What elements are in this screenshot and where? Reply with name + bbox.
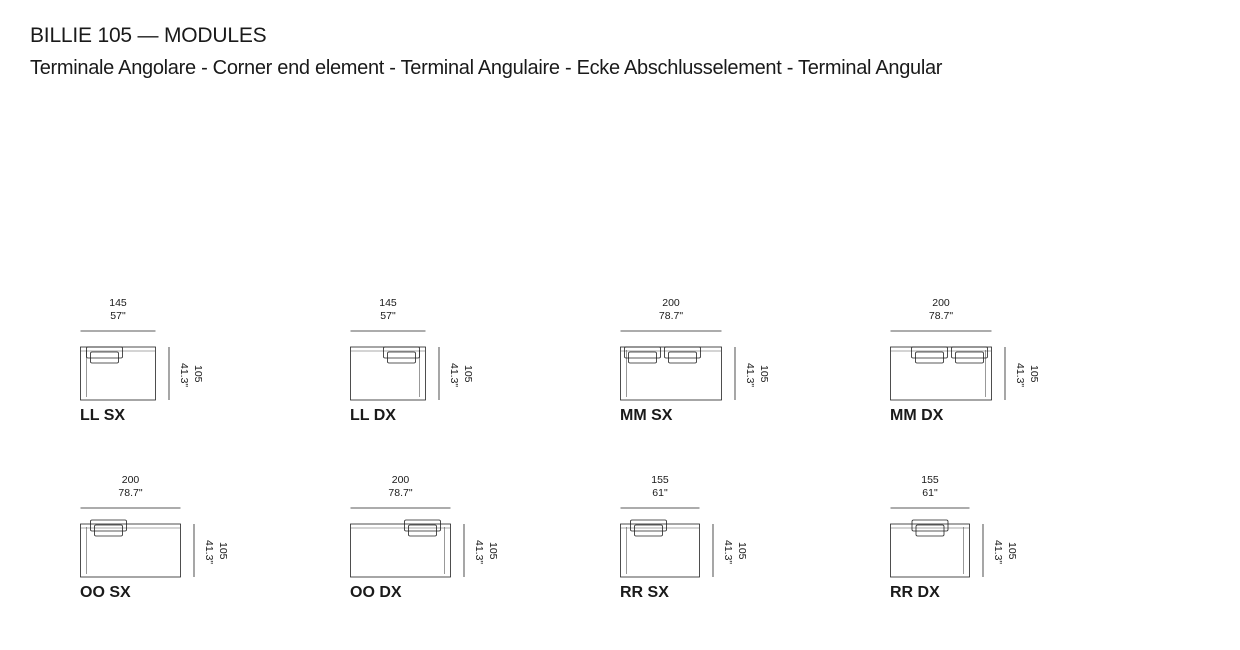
width-in-label: 57" [110, 310, 126, 322]
module-mm-sx: 200 78.7" 105 41.3" MM SX [620, 297, 820, 424]
module-code: LL SX [80, 407, 126, 424]
depth-in-label: 41.3" [178, 363, 190, 388]
width-in-label: 78.7" [118, 487, 143, 499]
back-cushion [624, 346, 661, 359]
back-cushion [664, 346, 701, 359]
width-in-label: 61" [652, 487, 668, 499]
width-cm-label: 145 [379, 297, 397, 309]
depth-in-label: 41.3" [722, 540, 734, 565]
seat-cushion [955, 351, 984, 364]
seat-cushion [668, 351, 697, 364]
back-cushion [911, 519, 949, 532]
module-oo-sx: 200 78.7" 105 41.3" OO SX [80, 474, 280, 601]
module-rr-dx: 155 61" 105 41.3" RR DX [890, 474, 1090, 601]
module-code: OO SX [80, 584, 131, 601]
back-cushion [86, 346, 123, 359]
module-code: MM SX [620, 407, 673, 424]
width-in-label: 61" [922, 487, 938, 499]
seat-cushion [634, 524, 663, 537]
depth-in-label: 41.3" [473, 540, 485, 565]
module-rr-dx-drawing [890, 507, 984, 578]
depth-in-label: 41.3" [448, 363, 460, 388]
module-oo-dx-drawing [350, 507, 465, 578]
seat-outline [80, 346, 156, 401]
page-subtitle: Terminale Angolare - Corner end element … [30, 57, 943, 79]
seat-cushion [915, 351, 944, 364]
width-in-label: 78.7" [388, 487, 413, 499]
depth-cm-label: 105 [462, 365, 474, 383]
width-in-label: 57" [380, 310, 396, 322]
depth-cm-label: 105 [192, 365, 204, 383]
seat-outline [350, 346, 426, 401]
module-mm-dx-drawing [890, 330, 1006, 401]
width-cm-label: 200 [932, 297, 950, 309]
module-rr-sx: 155 61" 105 41.3" RR SX [620, 474, 820, 601]
depth-in-label: 41.3" [744, 363, 756, 388]
seat-cushion [94, 524, 123, 537]
module-ll-sx: 145 57" 105 41.3" LL SX [80, 297, 280, 424]
back-cushion [383, 346, 420, 359]
module-code: RR SX [620, 584, 669, 601]
back-cushion [404, 519, 441, 532]
width-cm-label: 200 [121, 474, 140, 486]
seat-outline [620, 346, 722, 401]
depth-cm-label: 105 [217, 542, 229, 560]
depth-in-label: 41.3" [992, 540, 1004, 565]
seat-outline [80, 523, 181, 578]
seat-cushion [408, 524, 437, 537]
depth-cm-label: 105 [1028, 365, 1040, 383]
width-cm-label: 145 [109, 297, 127, 309]
seat-cushion [387, 351, 416, 364]
module-code: LL DX [350, 407, 396, 424]
module-oo-sx-drawing [80, 507, 195, 578]
page-title: BILLIE 105 — MODULES [30, 24, 267, 47]
seat-outline [890, 346, 992, 401]
module-oo-dx: 200 78.7" 105 41.3" OO DX [350, 474, 550, 601]
seat-outline [890, 523, 970, 578]
back-cushion [951, 346, 988, 359]
seat-outline [350, 523, 451, 578]
depth-cm-label: 105 [736, 542, 748, 560]
back-cushion [90, 519, 127, 532]
width-cm-label: 155 [651, 474, 669, 486]
module-code: RR DX [890, 584, 940, 601]
width-cm-label: 155 [921, 474, 939, 486]
module-ll-sx-drawing [80, 330, 170, 401]
width-in-label: 78.7" [658, 310, 684, 322]
width-cm-label: 200 [662, 297, 680, 309]
width-cm-label: 200 [391, 474, 410, 486]
seat-outline [620, 523, 700, 578]
depth-cm-label: 105 [1006, 542, 1018, 560]
width-in-label: 78.7" [928, 310, 954, 322]
module-code: MM DX [890, 407, 944, 424]
seat-cushion [90, 351, 119, 364]
seat-cushion [915, 524, 945, 537]
depth-cm-label: 105 [758, 365, 770, 383]
module-code: OO DX [350, 584, 402, 601]
depth-in-label: 41.3" [203, 540, 215, 565]
module-mm-sx-drawing [620, 330, 736, 401]
depth-cm-label: 105 [487, 542, 499, 560]
seat-cushion [628, 351, 657, 364]
module-ll-dx-drawing [350, 330, 440, 401]
module-mm-dx: 200 78.7" 105 41.3" MM DX [890, 297, 1090, 424]
back-cushion [911, 346, 948, 359]
back-cushion [630, 519, 667, 532]
module-rr-sx-drawing [620, 507, 714, 578]
depth-in-label: 41.3" [1014, 363, 1026, 388]
module-ll-dx: 145 57" 105 41.3" LL DX [350, 297, 550, 424]
